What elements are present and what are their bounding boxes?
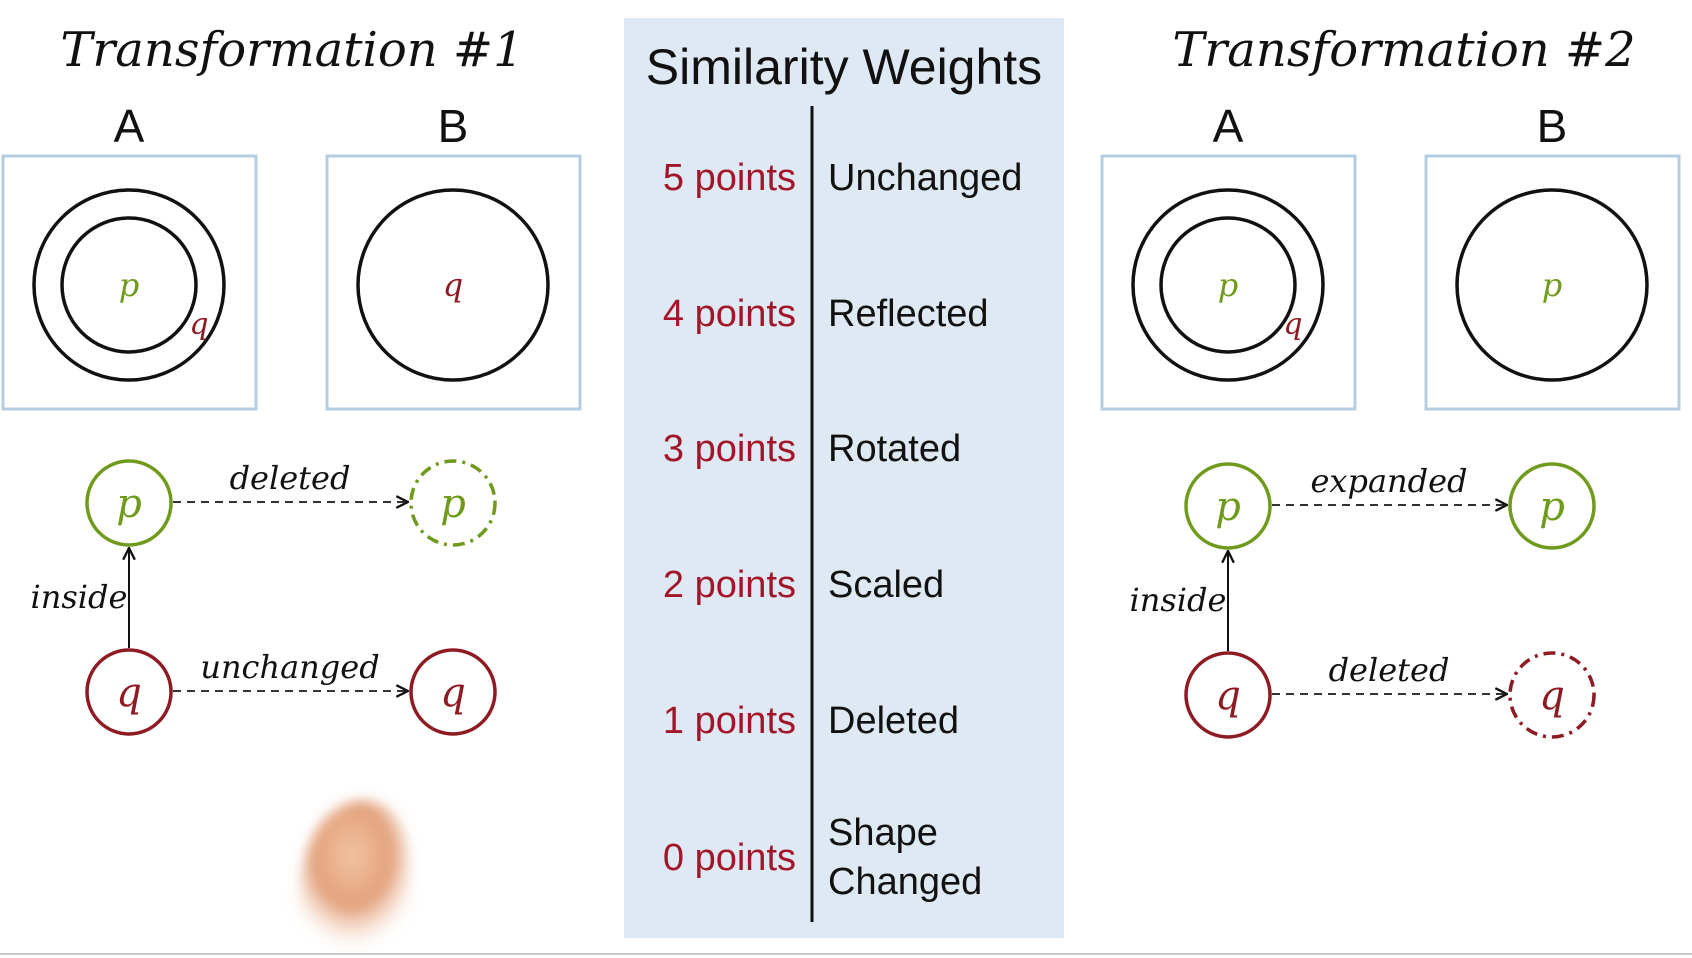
weight-row: 5 points Unchanged bbox=[663, 157, 1022, 199]
outer-circle bbox=[1131, 188, 1325, 382]
frame-a bbox=[1, 154, 258, 411]
outer-circle bbox=[32, 188, 226, 382]
weight-points: 0 points bbox=[663, 837, 796, 879]
similarity-weights-panel: Similarity Weights 5 points Unchanged 4 … bbox=[624, 18, 1064, 938]
weight-row: 2 points Scaled bbox=[663, 564, 944, 606]
weight-row: 4 points Reflected bbox=[663, 293, 989, 335]
inner-circle bbox=[1159, 216, 1297, 354]
node-p-expanded bbox=[1508, 462, 1596, 550]
outer-circle-label: q bbox=[1283, 307, 1302, 342]
node-q-result-label: q bbox=[440, 670, 466, 716]
frame-a-label: A bbox=[114, 100, 145, 152]
frame-b-label: B bbox=[438, 100, 469, 152]
weight-label: Deleted bbox=[828, 700, 959, 742]
node-q-label: q bbox=[116, 670, 142, 716]
node-q-deleted bbox=[1508, 651, 1596, 739]
semantic-network-1: p p q q deleted unchanged inside bbox=[31, 459, 497, 736]
node-p bbox=[85, 459, 173, 547]
presenter-finger bbox=[292, 800, 412, 958]
edge-inside-label: inside bbox=[1130, 581, 1227, 619]
weight-row: 3 points Rotated bbox=[663, 428, 961, 470]
weight-label: Scaled bbox=[828, 564, 944, 606]
node-p bbox=[1184, 462, 1272, 550]
weight-points: 3 points bbox=[663, 428, 796, 470]
inner-circle bbox=[60, 216, 198, 354]
node-p-label: p bbox=[116, 481, 142, 527]
result-circle bbox=[356, 188, 550, 382]
node-p-deleted bbox=[409, 459, 497, 547]
node-p-deleted-label: p bbox=[440, 481, 466, 527]
edge-inside-label: inside bbox=[31, 578, 128, 616]
result-circle bbox=[1455, 188, 1649, 382]
transformation-1-title: Transformation #1 bbox=[60, 22, 523, 78]
frame-a bbox=[1100, 154, 1357, 411]
frame-b-label: B bbox=[1537, 100, 1568, 152]
transformation-2-title: Transformation #2 bbox=[1172, 22, 1635, 78]
edge-q-label: unchanged bbox=[200, 648, 379, 686]
frame-a-label: A bbox=[1213, 100, 1244, 152]
weight-points: 2 points bbox=[663, 564, 796, 606]
weight-points: 4 points bbox=[663, 293, 796, 335]
weight-label: Rotated bbox=[828, 428, 961, 470]
node-q-label: q bbox=[1215, 673, 1241, 719]
inner-circle-label: p bbox=[119, 266, 139, 304]
node-q bbox=[1184, 651, 1272, 739]
node-p-expanded-label: p bbox=[1539, 484, 1565, 530]
result-circle-label: p bbox=[1542, 266, 1562, 304]
weight-label: Shape bbox=[828, 812, 938, 854]
edge-p-label: expanded bbox=[1310, 462, 1467, 500]
weight-label: Reflected bbox=[828, 293, 989, 335]
result-circle-label: q bbox=[443, 266, 463, 304]
weight-row: 1 points Deleted bbox=[663, 700, 959, 742]
weight-label: Unchanged bbox=[828, 157, 1022, 199]
node-q-result bbox=[409, 648, 497, 736]
outer-circle-label: q bbox=[189, 307, 208, 342]
weights-panel-background bbox=[624, 18, 1064, 938]
weight-points: 1 points bbox=[663, 700, 796, 742]
node-q-deleted-label: q bbox=[1539, 673, 1565, 719]
weight-points: 5 points bbox=[663, 157, 796, 199]
weight-row: 0 points Shape Changed bbox=[663, 812, 982, 903]
finger-shape bbox=[292, 800, 412, 958]
edge-p-label: deleted bbox=[230, 459, 351, 497]
transformation-2: Transformation #2 A B p q p p p q q expa… bbox=[1100, 22, 1681, 739]
frame-b bbox=[1424, 154, 1681, 411]
frame-b bbox=[325, 154, 582, 411]
node-p-label: p bbox=[1215, 484, 1241, 530]
inner-circle-label: p bbox=[1218, 266, 1238, 304]
semantic-network-2: p p q q expanded deleted inside bbox=[1130, 462, 1596, 739]
weights-panel-title: Similarity Weights bbox=[646, 39, 1042, 95]
bottom-border bbox=[0, 953, 1692, 955]
edge-q-label: deleted bbox=[1329, 651, 1450, 689]
transformation-1: Transformation #1 A B p q q p p q q dele… bbox=[1, 22, 582, 736]
weight-label: Changed bbox=[828, 861, 982, 903]
node-q bbox=[85, 648, 173, 736]
